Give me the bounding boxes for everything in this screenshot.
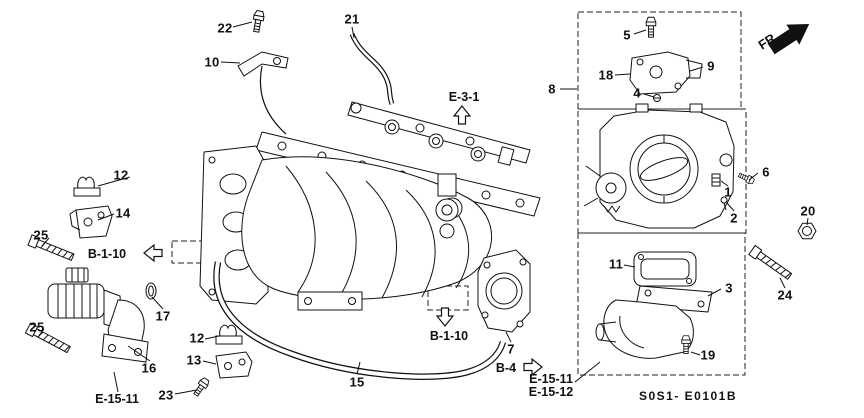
callout-21: 21	[344, 11, 360, 27]
ref-e-15-12-right: E-15-12	[528, 385, 574, 399]
ref-b-1-10-left: B-1-10	[87, 247, 127, 261]
ref-e-15-11-left: E-15-11	[95, 392, 139, 406]
callout-11: 11	[608, 256, 624, 272]
callout-25b: 25	[29, 319, 45, 335]
callout-24: 24	[777, 287, 793, 303]
arrow-e-3-1	[453, 105, 471, 125]
harness-clamp-12a	[73, 176, 101, 197]
intake-manifold	[199, 131, 541, 311]
callout-17: 17	[155, 308, 171, 324]
callout-19: 19	[700, 347, 716, 363]
callout-1: 1	[724, 184, 732, 200]
hose-15	[213, 261, 507, 380]
callout-4: 4	[633, 85, 641, 101]
ref-e-3-1: E-3-1	[448, 90, 480, 104]
callout-7: 7	[507, 341, 515, 357]
arrow-b-1-10-left	[143, 244, 163, 262]
harness-clamp-12b	[215, 324, 243, 345]
callout-9: 9	[707, 58, 715, 74]
gasket-7	[477, 249, 531, 333]
fast-idle-valve-3	[595, 285, 713, 359]
ref-e-15-11-right: E-15-11	[529, 372, 573, 386]
screw-6	[737, 171, 756, 186]
callout-22: 22	[217, 20, 233, 36]
fuel-rail	[347, 101, 531, 166]
callout-20: 20	[800, 203, 816, 219]
bracket-13	[215, 351, 253, 379]
callout-25a: 25	[33, 227, 49, 243]
hose-21	[349, 32, 395, 105]
arrow-b-1-10-bottom	[436, 307, 454, 327]
callout-23: 23	[158, 387, 174, 403]
nut-20	[797, 222, 817, 240]
callout-18: 18	[598, 67, 614, 83]
ref-b-4: B-4	[495, 361, 517, 375]
iacv-valve-16	[47, 267, 149, 363]
o-ring-17	[145, 282, 157, 300]
callout-5: 5	[623, 27, 631, 43]
bracket-10	[237, 51, 289, 77]
map-sensor-9	[629, 51, 703, 102]
throttle-body	[583, 103, 735, 229]
callout-6: 6	[762, 164, 770, 180]
callout-8: 8	[548, 81, 556, 97]
callout-15: 15	[349, 374, 365, 390]
bolt-23	[191, 376, 211, 398]
callout-16: 16	[141, 360, 157, 376]
ref-b-1-10-bottom: B-1-10	[429, 329, 469, 343]
pressure-regulator	[435, 173, 459, 239]
callout-2: 2	[730, 210, 738, 226]
bolt-5	[645, 16, 657, 38]
callout-14: 14	[115, 205, 131, 221]
diagram-code: S0S1- E0101B	[638, 389, 738, 403]
callout-12b: 12	[189, 330, 205, 346]
callout-10: 10	[204, 54, 220, 70]
callout-13: 13	[186, 352, 202, 368]
bracket-14	[69, 205, 113, 239]
callout-12a: 12	[113, 167, 129, 183]
gasket-11	[633, 251, 697, 287]
bolt-24	[748, 244, 794, 282]
leader-lines	[37, 21, 809, 395]
fr-arrow	[767, 24, 810, 55]
bolt-22	[250, 9, 266, 34]
bracket-wire	[259, 65, 287, 135]
callout-3: 3	[725, 280, 733, 296]
screw-set-1-2-6	[711, 173, 728, 211]
